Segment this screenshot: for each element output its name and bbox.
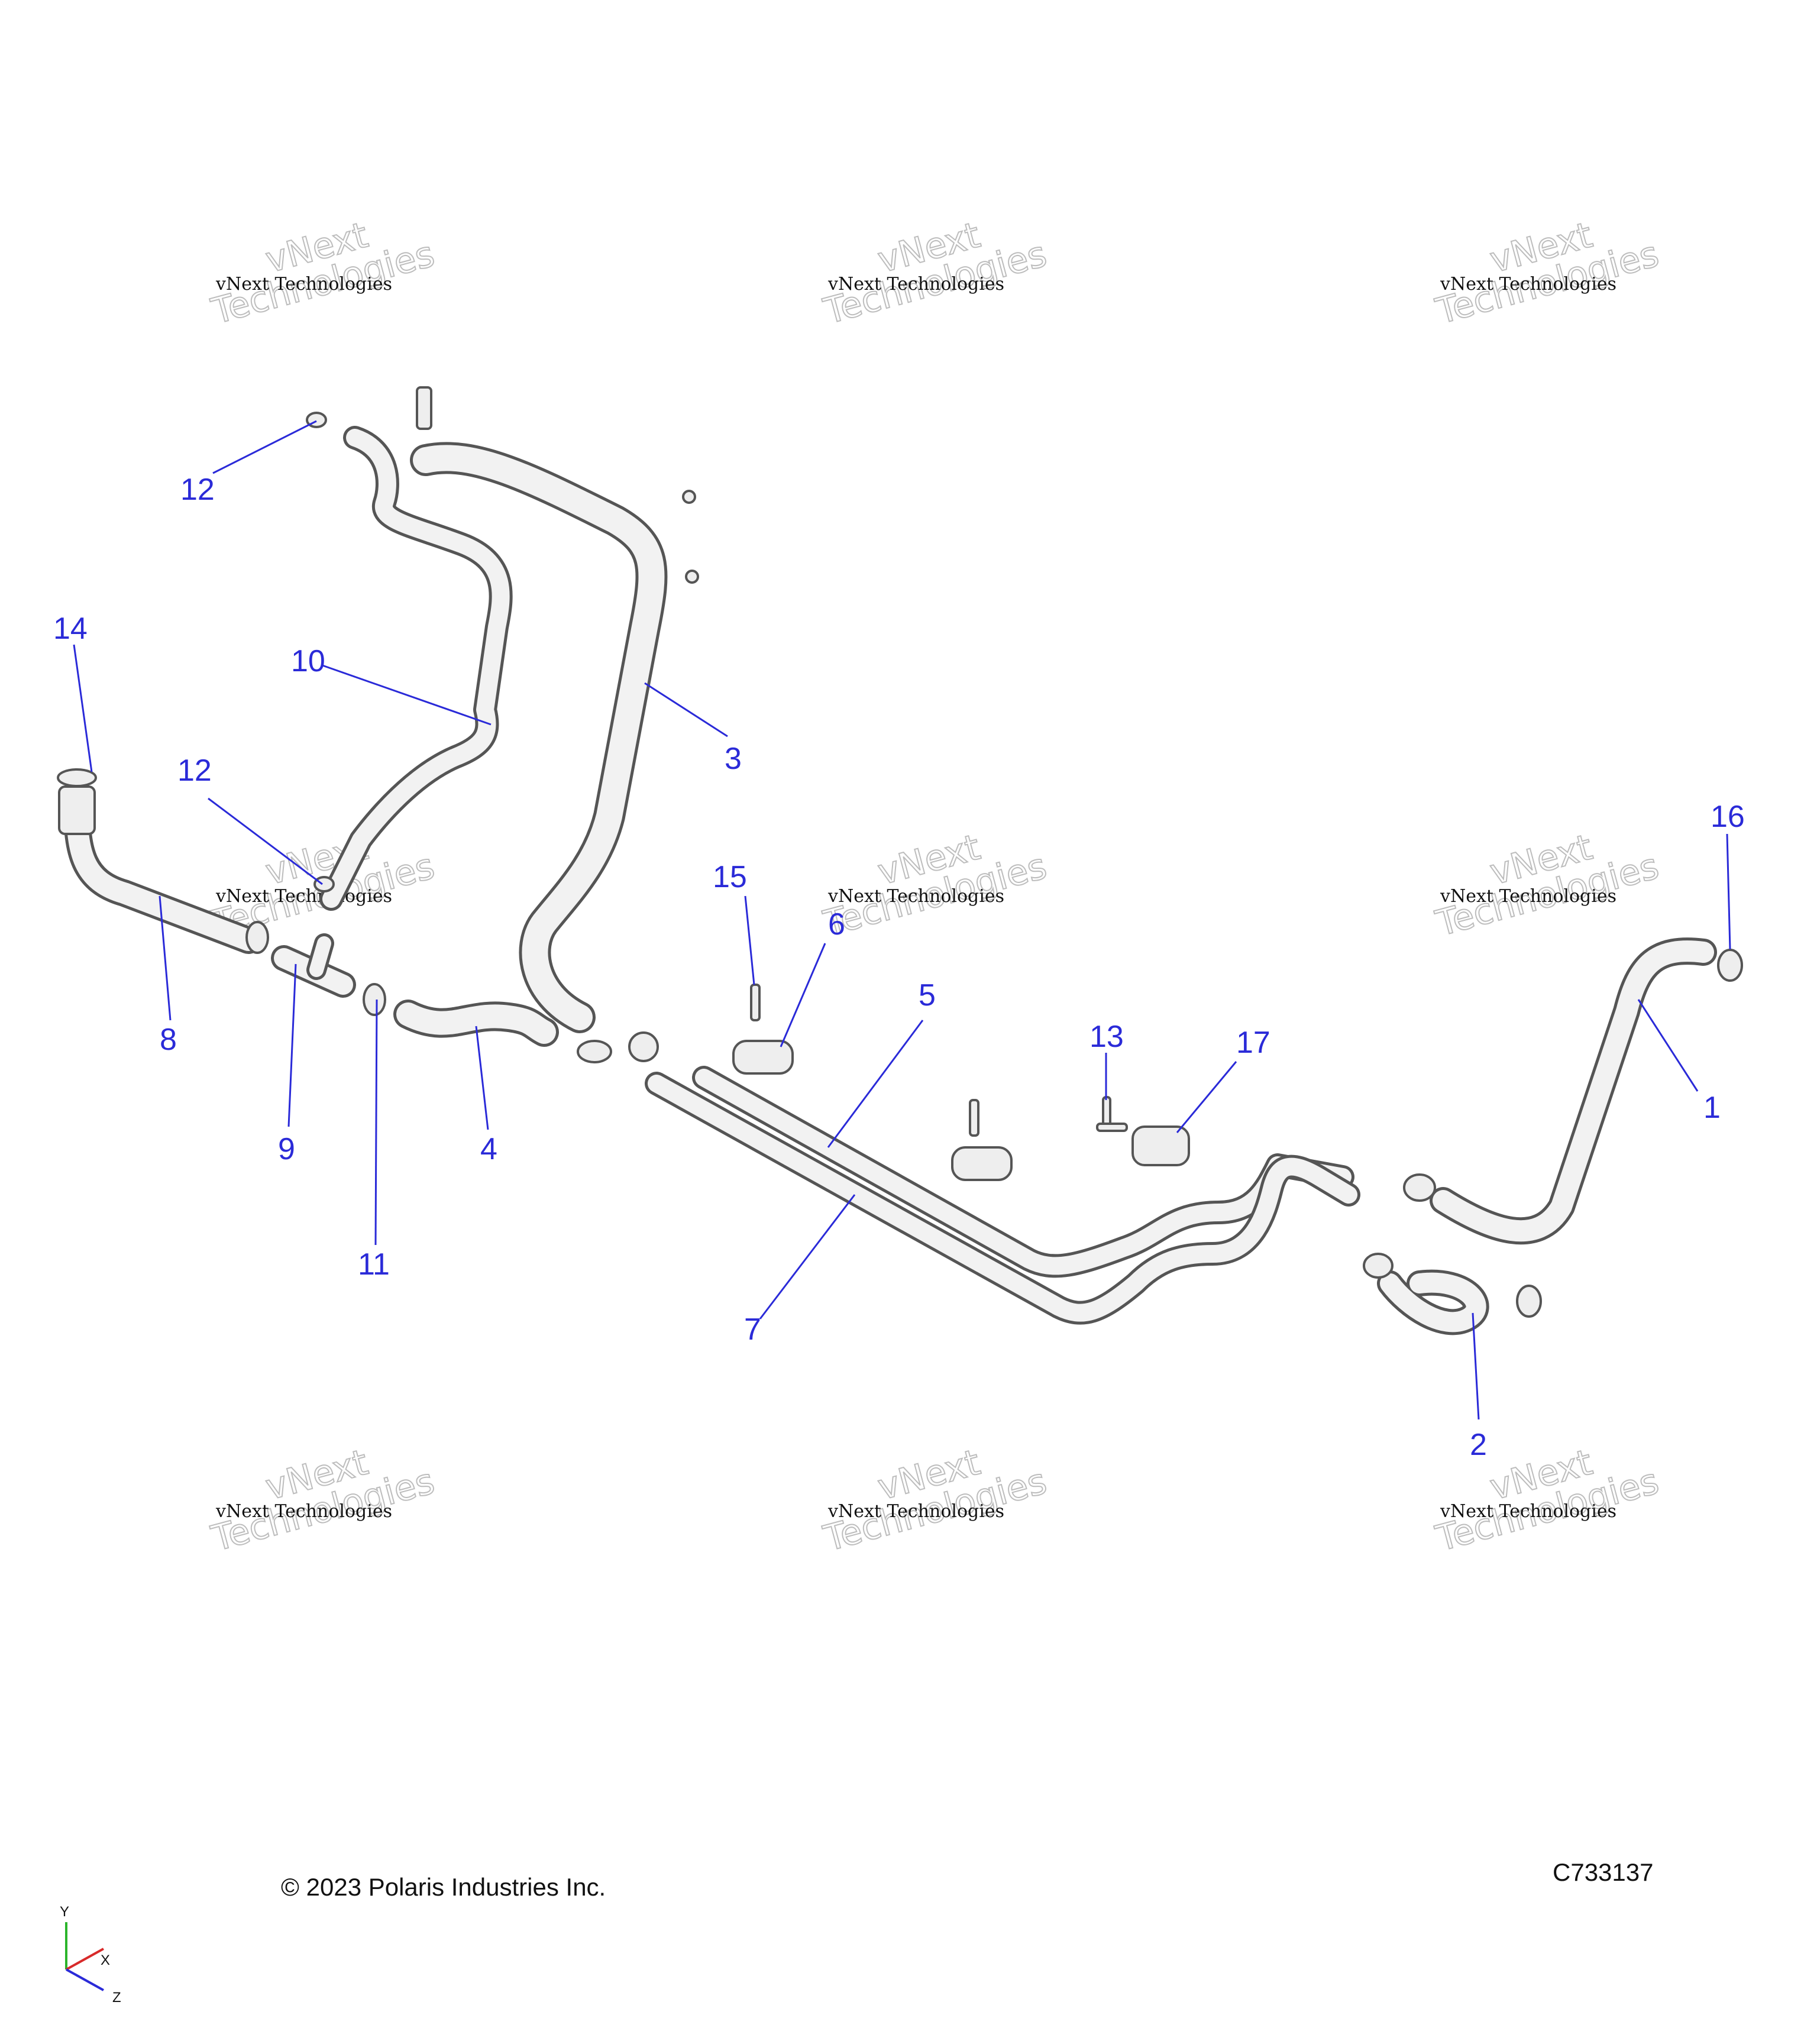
svg-text:vNext Technologies: vNext Technologies <box>1440 1501 1616 1522</box>
mounting-bracket <box>951 1146 1013 1181</box>
hose-clamp <box>577 1040 612 1063</box>
mounting-bracket <box>1131 1126 1190 1166</box>
callout-2: 2 <box>1470 1428 1487 1462</box>
axis-x-label: X <box>101 1952 110 1968</box>
watermark: Technologies vNext vNext Technologies <box>1431 214 1663 334</box>
hose-1 <box>1430 937 1717 1245</box>
watermark: Technologies vNext vNext Technologies <box>1431 1441 1663 1561</box>
callout-1: 1 <box>1703 1091 1721 1125</box>
hose-8 <box>58 785 262 954</box>
hose-2 <box>1377 1269 1489 1335</box>
svg-text:vNext Technologies: vNext Technologies <box>1440 886 1616 907</box>
svg-text:vNext Technologies: vNext Technologies <box>1440 274 1616 295</box>
bolt <box>969 1099 979 1137</box>
callout-11: 11 <box>358 1247 390 1282</box>
bolt <box>750 984 761 1021</box>
bolt <box>1102 1096 1111 1128</box>
leader-lines <box>73 420 1731 1420</box>
callout-13: 13 <box>1089 1020 1124 1054</box>
callout-16: 16 <box>1711 800 1745 834</box>
callout-12: 12 <box>177 753 212 788</box>
svg-text:vNext Technologies: vNext Technologies <box>827 274 1004 295</box>
hose-clamp <box>245 921 269 954</box>
copyright-notice: © 2023 Polaris Industries Inc. <box>281 1873 606 1901</box>
hose-clamp <box>1717 949 1743 982</box>
callout-8: 8 <box>160 1023 177 1057</box>
svg-text:vNext Technologies: vNext Technologies <box>215 1501 392 1522</box>
watermark: Technologies vNext vNext Technologies <box>819 826 1051 946</box>
axis-triad: Y X Z <box>60 1904 121 2006</box>
callout-6: 6 <box>828 907 845 942</box>
push-rivet <box>685 570 699 584</box>
svg-text:vNext Technologies: vNext Technologies <box>827 886 1004 907</box>
push-rivet <box>682 490 696 504</box>
callout-4: 4 <box>480 1132 497 1166</box>
hose-clamp <box>313 876 335 892</box>
callout-17: 17 <box>1236 1026 1270 1060</box>
watermark: Technologies vNext vNext Technologies <box>1431 826 1663 946</box>
watermark: Technologies vNext vNext Technologies <box>206 1441 439 1561</box>
axis-z-label: Z <box>112 1990 121 2006</box>
callout-5: 5 <box>919 978 936 1013</box>
svg-text:vNext Technologies: vNext Technologies <box>215 886 392 907</box>
callout-9: 9 <box>278 1132 295 1166</box>
drawing-code: C733137 <box>1553 1858 1653 1886</box>
hose-clamp <box>1403 1173 1436 1202</box>
watermark: Technologies vNext vNext Technologies <box>819 214 1051 334</box>
tee-fitting-9 <box>271 933 356 998</box>
hose-4 <box>393 1000 559 1047</box>
callout-15: 15 <box>713 860 747 894</box>
clip <box>416 386 432 430</box>
callout-12: 12 <box>180 473 215 507</box>
callout-14: 14 <box>53 612 88 646</box>
axis-y-label: Y <box>60 1904 69 1920</box>
callout-3: 3 <box>725 742 742 776</box>
hose-10 <box>319 426 513 911</box>
callout-7: 7 <box>744 1312 761 1347</box>
hose-clamp <box>57 768 97 787</box>
tube-7 <box>645 1072 1360 1325</box>
mounting-bracket <box>732 1040 794 1075</box>
callout-10: 10 <box>291 644 325 678</box>
hose-3 <box>410 442 668 1033</box>
hose-clamp <box>1516 1285 1542 1318</box>
watermark: Technologies vNext vNext Technologies <box>206 214 439 334</box>
svg-text:vNext Technologies: vNext Technologies <box>215 274 392 295</box>
watermark: Technologies vNext vNext Technologies <box>819 1441 1051 1561</box>
hose-clamp <box>363 983 386 1016</box>
hose-clamp <box>1363 1253 1394 1279</box>
svg-text:vNext Technologies: vNext Technologies <box>827 1501 1004 1522</box>
hose-clamp <box>628 1031 659 1062</box>
bolt <box>1096 1123 1128 1132</box>
